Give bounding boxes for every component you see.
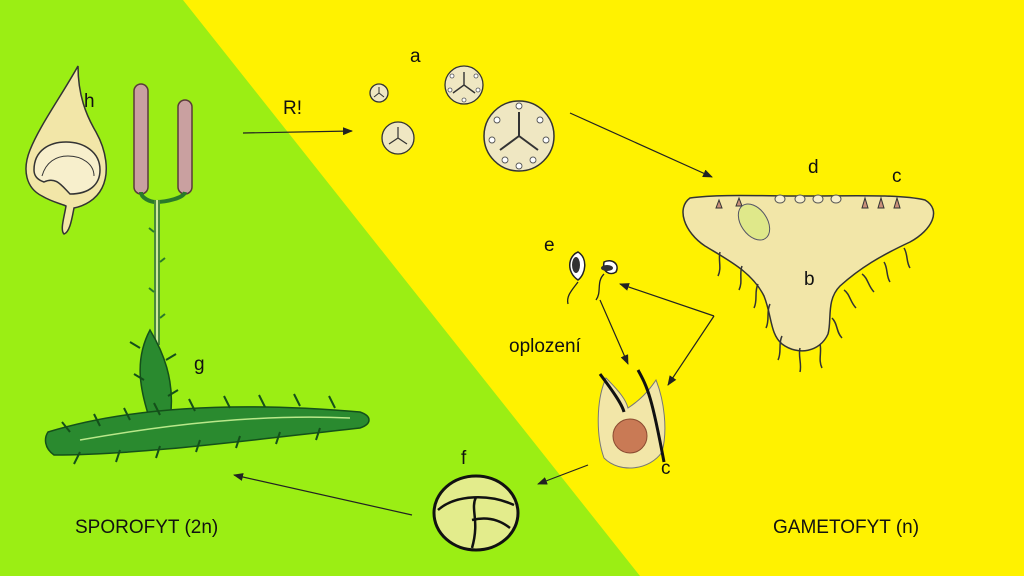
prothallus-b xyxy=(682,194,935,373)
spore-4 xyxy=(483,100,555,172)
label-a: a xyxy=(410,46,421,67)
spore-2 xyxy=(381,121,415,155)
spermatozoids-e xyxy=(566,251,618,305)
spore-3 xyxy=(444,65,484,105)
arrow-zygote-to-sporophyte xyxy=(233,473,413,516)
archegonium-c xyxy=(597,369,666,469)
arrow-prothallus-to-archegonium xyxy=(667,315,715,386)
spores-a xyxy=(369,65,555,172)
label-fertilization: oplození xyxy=(509,336,582,357)
arrow-archegonium-to-zygote xyxy=(537,464,589,485)
arrow-spores-to-prothallus xyxy=(569,112,713,178)
sporophyll-h xyxy=(25,65,108,235)
label-c-prothallus: c xyxy=(892,166,902,187)
label-sporophyte: SPOROFYT (2n) xyxy=(75,517,218,538)
arrow-sporophyte-to-spores xyxy=(242,127,353,136)
club-moss-g xyxy=(44,83,370,465)
arrow-fertilization xyxy=(599,299,629,365)
zygote-f xyxy=(432,474,520,552)
label-h: h xyxy=(84,91,95,112)
label-reduction: R! xyxy=(283,98,302,119)
label-f: f xyxy=(461,448,467,469)
arrows xyxy=(233,112,715,516)
label-d: d xyxy=(808,157,819,178)
label-e: e xyxy=(544,235,555,256)
label-b: b xyxy=(804,269,815,290)
spore-1 xyxy=(369,83,389,103)
arrow-prothallus-to-spermatozoids xyxy=(619,283,715,317)
label-gametophyte: GAMETOFYT (n) xyxy=(773,517,919,538)
label-c-archegonium: c xyxy=(661,458,671,479)
label-g: g xyxy=(194,354,205,375)
